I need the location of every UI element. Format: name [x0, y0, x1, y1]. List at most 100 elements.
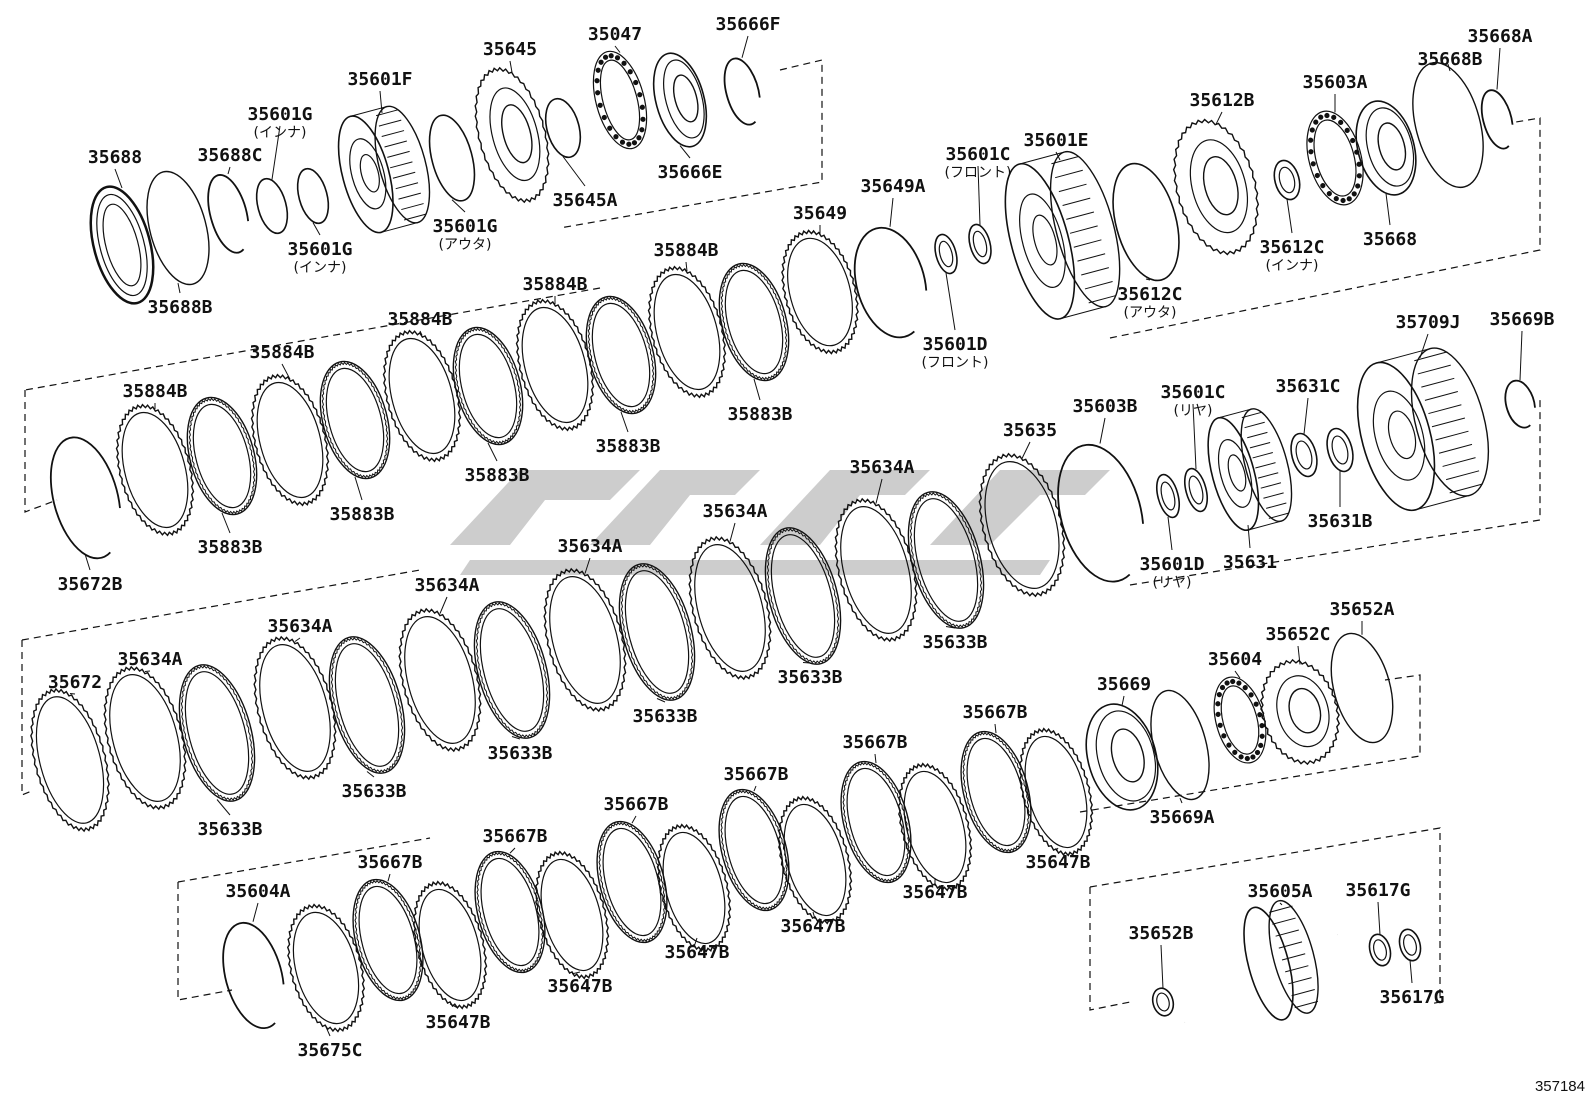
part-sublabel: (インナ) — [254, 125, 307, 141]
part-sublabel: (リヤ) — [1153, 575, 1192, 591]
group-frames — [21, 59, 1541, 1011]
part-35633b-p40: 35633B — [328, 636, 407, 802]
part-35601c-p52: 35601C(リヤ) — [1160, 382, 1226, 513]
part-35649a-p25: 35649A — [853, 176, 928, 339]
part-35631b-p55: 35631B — [1307, 427, 1373, 532]
part-label: 35612C — [1259, 237, 1324, 258]
part-label: 35647B — [425, 1012, 490, 1033]
part-label: 35649A — [860, 176, 925, 197]
part-label: 35647B — [664, 942, 729, 963]
part-35601e-p28: 35601E — [1004, 130, 1121, 320]
part-label: 35601F — [347, 69, 412, 90]
part-35688b-p02: 35688B — [146, 170, 213, 318]
part-label: 35634A — [267, 616, 332, 637]
part-label: 35667B — [603, 794, 668, 815]
part-label: 35675C — [297, 1040, 362, 1061]
part-35667b-p60: 35667B — [352, 852, 424, 1002]
part-label: 35601E — [1023, 130, 1088, 151]
part-label: 35647B — [1025, 852, 1090, 873]
part-35667b-p62: 35667B — [474, 826, 548, 974]
part-label: 35603A — [1302, 72, 1367, 93]
part-label: 35631B — [1307, 511, 1372, 532]
part-35667b-p70: 35667B — [960, 702, 1032, 854]
part-label: 35883B — [595, 436, 660, 457]
part-35672-p36: 35672 — [30, 672, 110, 833]
part-label: 35617G — [1345, 880, 1410, 901]
part-label: 35883B — [329, 504, 394, 525]
part-label: 35647B — [780, 916, 845, 937]
part-label: 35666E — [657, 162, 722, 183]
part-35884b-p18: 35884B — [382, 309, 462, 463]
part-35645-p08: 35645 — [474, 39, 550, 204]
reference-number: 357184 — [1535, 1078, 1585, 1095]
part-label: 35633B — [777, 667, 842, 688]
part-35709j-p56: 35709J — [1356, 312, 1490, 512]
part-label: 35883B — [464, 465, 529, 486]
part-35669b-p57: 35669B — [1489, 309, 1555, 429]
part-label: 35884B — [653, 240, 718, 261]
part-label: 35601D — [922, 334, 987, 355]
part-label: 35634A — [702, 501, 767, 522]
part-35884b-p22: 35884B — [647, 240, 727, 399]
part-35633b-p44: 35633B — [618, 563, 698, 727]
part-label: 35631 — [1223, 552, 1277, 573]
part-35667b-p68: 35667B — [840, 732, 912, 884]
part-35883b-p15: 35883B — [186, 396, 263, 558]
part-35635-p49: 35635 — [978, 420, 1066, 598]
part-35603b-p50: 35603B — [1057, 396, 1144, 583]
part-35601d-p51: 35601D(リヤ) — [1139, 473, 1205, 591]
part-label: 35672 — [48, 672, 102, 693]
part-35647b-p63: 35647B — [534, 850, 613, 997]
part-label: 35604A — [225, 881, 290, 902]
part-label: 35667B — [482, 826, 547, 847]
part-label: 35635 — [1003, 420, 1057, 441]
part-label: 35645A — [552, 190, 617, 211]
part-35672b-p13: 35672B — [49, 436, 123, 595]
part-sublabel: (インナ) — [1266, 258, 1319, 274]
part-label: 35669B — [1489, 309, 1554, 330]
part-label: 35601G — [432, 216, 497, 237]
part-label: 35688 — [88, 147, 142, 168]
part-label: 35601D — [1139, 554, 1204, 575]
part-label: 35883B — [197, 537, 262, 558]
part-label: 35631C — [1275, 376, 1340, 397]
part-label: 35603B — [1072, 396, 1137, 417]
part-label: 35633B — [632, 706, 697, 727]
part-label: 35601G — [247, 104, 312, 125]
part-label: 35601C — [945, 144, 1010, 165]
part-35634a-p43: 35634A — [543, 536, 627, 713]
part-label: 35047 — [588, 24, 642, 45]
part-35675c-p59: 35675C — [286, 903, 366, 1061]
part-35669a-p73: 35669A — [1149, 689, 1215, 828]
part-35604a-p58: 35604A — [222, 881, 291, 1030]
part-label: 35688B — [147, 297, 212, 318]
part-35668-p33: 35668 — [1355, 100, 1417, 250]
part-35601f-p06: 35601F — [337, 69, 431, 234]
part-label: 35652A — [1329, 599, 1394, 620]
part-label: 35645 — [483, 39, 537, 60]
part-label: 35601G — [287, 239, 352, 260]
part-label: 35604 — [1208, 649, 1262, 670]
part-35631-p53: 35631 — [1207, 408, 1293, 573]
part-label: 35709J — [1395, 312, 1460, 333]
part-35647b-p61: 35647B — [412, 880, 491, 1033]
part-label: 35647B — [902, 882, 967, 903]
part-label: 35884B — [522, 274, 587, 295]
part-label: 35667B — [842, 732, 907, 753]
part-35666e-p11: 35666E — [652, 52, 723, 183]
part-35601g-p04: 35601G(インナ) — [247, 104, 313, 235]
part-35634a-p47: 35634A — [834, 457, 918, 643]
part-label: 35669A — [1149, 807, 1214, 828]
part-35667b-p66: 35667B — [718, 764, 790, 912]
part-35652c-p75: 35652C — [1259, 624, 1341, 766]
part-sublabel: (フロント) — [922, 355, 989, 371]
part-35652b-p77: 35652B — [1128, 923, 1194, 1017]
part-label: 35668A — [1467, 26, 1532, 47]
part-35652a-p76: 35652A — [1329, 599, 1395, 744]
part-label: 35652C — [1265, 624, 1330, 645]
part-35634a-p39: 35634A — [253, 616, 337, 781]
part-35612b-p30: 35612B — [1172, 90, 1260, 256]
part-label: 35633B — [341, 781, 406, 802]
part-35883b-p17: 35883B — [319, 360, 395, 525]
